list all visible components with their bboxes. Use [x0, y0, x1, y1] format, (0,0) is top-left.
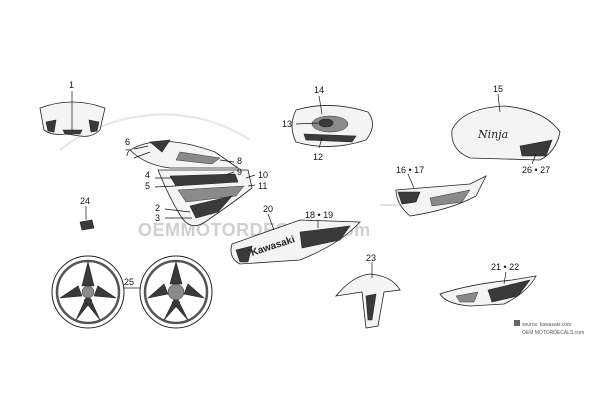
callout-14: 14: [314, 85, 324, 95]
part-fuel-tank-top: 14 13 12: [282, 85, 373, 162]
part-emblem: 24: [79, 196, 95, 231]
callout-26-27: 26 • 27: [522, 165, 550, 175]
part-side-cover: 16 • 17: [395, 165, 487, 217]
callout-13: 13: [282, 119, 292, 129]
part-belly-pan: Kawasaki 20 18 • 19: [230, 204, 361, 265]
tank-logo-decal: Ninja: [477, 128, 508, 141]
callout-23: 23: [366, 253, 376, 263]
part-front-fender: 23: [335, 253, 401, 329]
callout-21-22: 21 • 22: [491, 262, 519, 272]
part-tail-cowl: 21 • 22: [439, 262, 537, 307]
callout-16-17: 16 • 17: [396, 165, 424, 175]
callout-20: 20: [263, 204, 273, 214]
part-upper-fairing: 6 7: [125, 137, 240, 169]
callout-24: 24: [80, 196, 90, 206]
callout-3: 3: [155, 213, 160, 223]
part-windscreen: 1: [39, 80, 106, 137]
watermark-swoosh: [59, 113, 251, 151]
site-line: OEM MOTORDECALS.com: [522, 330, 584, 336]
source-logo-icon: [514, 320, 520, 326]
rear-wheel: [139, 255, 213, 329]
callout-18-19: 18 • 19: [305, 210, 333, 220]
part-wheels: 25: [51, 255, 213, 329]
callout-11: 11: [258, 181, 267, 191]
callout-4: 4: [145, 170, 150, 180]
callout-6: 6: [125, 137, 130, 147]
callout-25: 25: [124, 277, 134, 287]
callout-10: 10: [258, 170, 268, 180]
callout-2: 2: [155, 203, 160, 213]
source-line: source: kawasaki.com: [522, 322, 571, 328]
part-side-fairing: 4 5 2 3 8 9 10 11: [145, 156, 268, 227]
callout-9: 9: [237, 167, 242, 177]
callout-1: 1: [69, 80, 74, 90]
callout-7: 7: [125, 148, 130, 158]
callout-5: 5: [145, 181, 150, 191]
callout-8: 8: [237, 156, 242, 166]
source-credit: source: kawasaki.com OEM MOTORDECALS.com: [514, 320, 584, 336]
callout-12: 12: [313, 152, 323, 162]
front-wheel: [51, 255, 125, 329]
part-tank-cover: Ninja 15 26 • 27: [451, 84, 561, 175]
callout-15: 15: [493, 84, 503, 94]
